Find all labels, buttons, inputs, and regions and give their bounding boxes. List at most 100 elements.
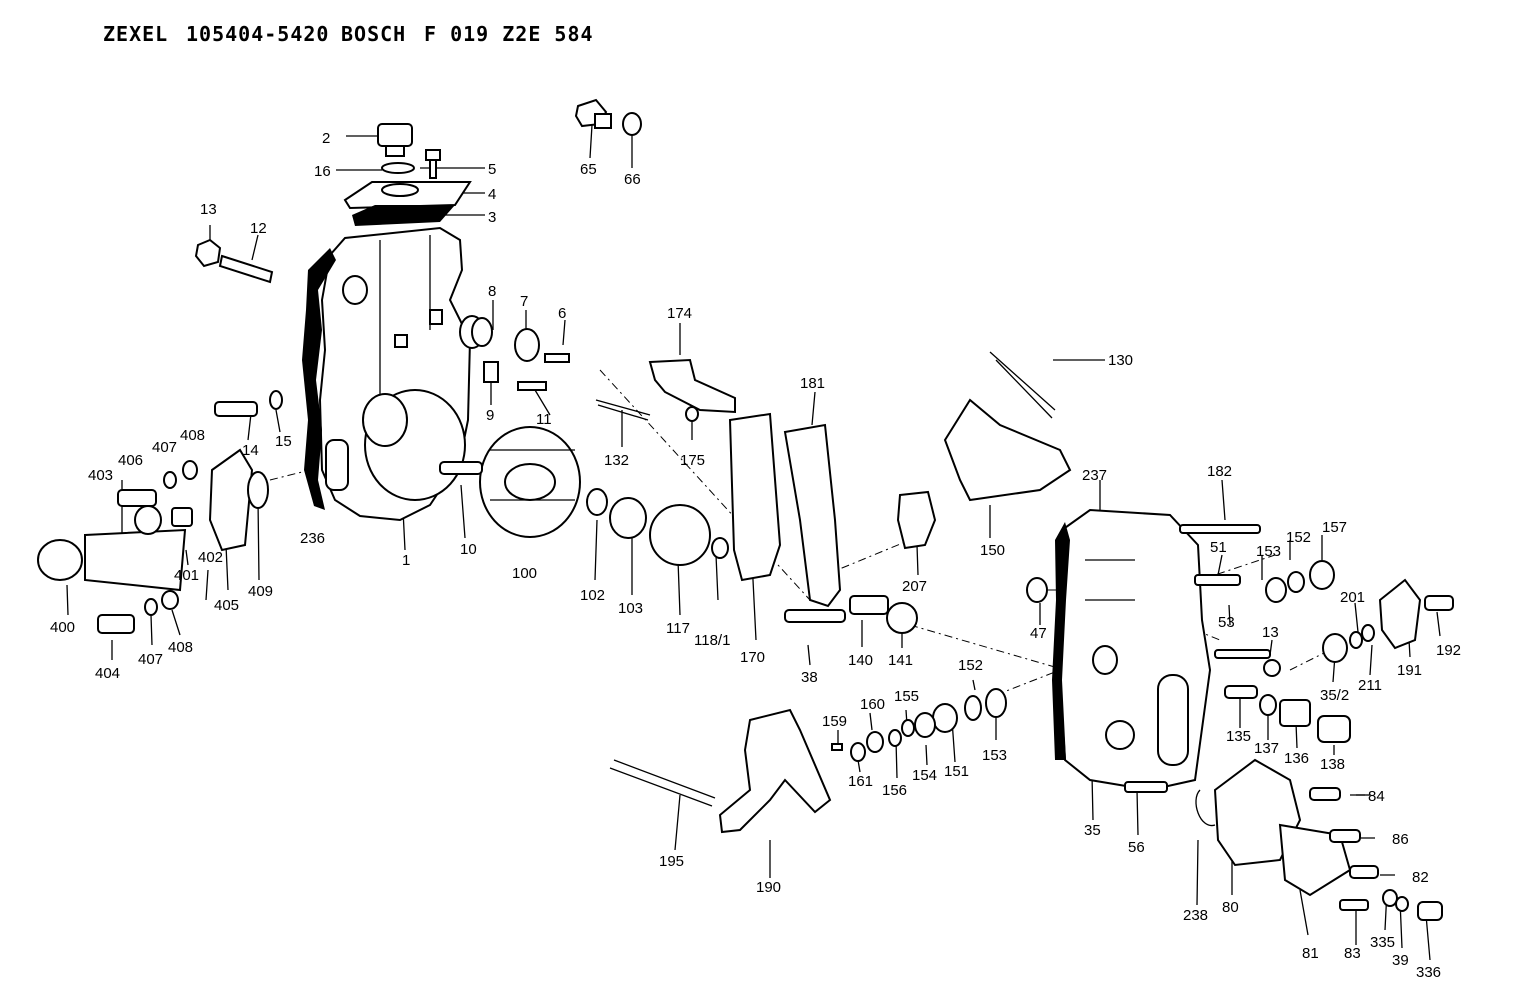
bushing-151 [932, 703, 958, 733]
label-117: 117 [666, 620, 690, 637]
bosch-part-number: F 019 Z2E 584 [424, 22, 594, 46]
o-ring-238 [1195, 789, 1216, 826]
nut-13b [1263, 659, 1281, 677]
plug-35-2 [1322, 633, 1348, 663]
bolt-12 [218, 254, 274, 284]
bolt-82 [1349, 865, 1379, 879]
label-38: 38 [801, 669, 818, 686]
bolt-14 [214, 401, 258, 417]
label-84: 84 [1368, 788, 1385, 805]
label-102: 102 [580, 587, 605, 604]
label-403: 403 [88, 467, 113, 484]
label-152: 152 [1286, 529, 1311, 546]
sleeve-103 [609, 497, 647, 539]
label-80: 80 [1222, 899, 1239, 916]
label-9: 9 [486, 407, 494, 424]
label-152-bottom: 152 [958, 657, 983, 674]
washer-407 [163, 471, 177, 489]
label-405: 405 [214, 597, 239, 614]
label-155: 155 [894, 688, 919, 705]
flange-405 [208, 448, 254, 552]
gasket-237 [1052, 522, 1070, 760]
screw-51 [1194, 574, 1241, 586]
label-181: 181 [800, 375, 825, 392]
label-130: 130 [1108, 352, 1133, 369]
label-335: 335 [1370, 934, 1395, 951]
screw-56 [1124, 781, 1168, 793]
label-10: 10 [460, 541, 477, 558]
label-47: 47 [1030, 625, 1047, 642]
bushing-154 [914, 712, 936, 738]
label-2: 2 [322, 130, 330, 147]
label-159: 159 [822, 713, 847, 730]
label-195: 195 [659, 853, 684, 870]
leader-lines [66, 124, 1441, 961]
lever-191 [1378, 578, 1422, 650]
label-3: 3 [488, 209, 496, 226]
label-1: 1 [402, 552, 410, 569]
label-207: 207 [902, 578, 927, 595]
label-151: 151 [944, 763, 969, 780]
label-407-top: 407 [152, 439, 177, 456]
screw-140 [849, 595, 889, 615]
bracket-207 [896, 490, 937, 550]
spring-132 [595, 399, 651, 421]
plate-403 [84, 528, 187, 592]
label-4: 4 [488, 186, 496, 203]
spring-136 [1279, 699, 1311, 727]
washer-407b [144, 598, 158, 616]
label-7: 7 [520, 293, 528, 310]
label-153: 153 [1256, 543, 1281, 560]
cover-plate-hole [381, 183, 419, 197]
o-ring-409 [247, 471, 269, 509]
label-192: 192 [1436, 642, 1461, 659]
cap-8 [459, 315, 493, 349]
plug-screw-2 [377, 123, 413, 157]
cap-157 [1309, 560, 1335, 590]
ring-152b [964, 695, 982, 721]
washer-156 [888, 729, 902, 747]
label-237: 237 [1082, 467, 1107, 484]
label-408-top: 408 [180, 427, 205, 444]
washer-137 [1259, 694, 1277, 716]
label-39: 39 [1392, 952, 1409, 969]
screw-6 [544, 353, 570, 363]
label-406: 406 [118, 452, 143, 469]
screw-11 [517, 381, 547, 391]
label-35: 35 [1084, 822, 1101, 839]
pin-159 [831, 743, 843, 751]
spring-195 [609, 759, 716, 807]
part-labels: 2 16 5 4 3 65 66 13 12 8 7 6 9 11 174 17… [50, 130, 1461, 981]
o-ring-152 [1287, 571, 1305, 593]
clip-9 [483, 361, 499, 383]
bushing-117 [649, 504, 711, 566]
brand-bosch: BOSCH [341, 22, 407, 46]
bolt-192 [1424, 595, 1454, 611]
label-409: 409 [248, 583, 273, 600]
bolt-182 [1179, 524, 1261, 534]
label-56: 56 [1128, 839, 1145, 856]
label-156: 156 [882, 782, 907, 799]
label-160: 160 [860, 696, 885, 713]
governor-cover-35 [1058, 508, 1212, 792]
screw-10 [439, 461, 483, 475]
label-16: 16 [314, 163, 331, 180]
label-86: 86 [1392, 831, 1409, 848]
label-11: 11 [536, 411, 552, 428]
bolt-86 [1329, 829, 1361, 843]
nut-13 [194, 238, 222, 268]
label-6: 6 [558, 305, 566, 322]
plug-400 [37, 539, 83, 581]
label-154: 154 [912, 767, 937, 784]
label-174: 174 [667, 305, 692, 322]
washer-211 [1349, 631, 1363, 649]
label-400: 400 [50, 619, 75, 636]
label-132: 132 [604, 452, 629, 469]
label-157: 157 [1322, 519, 1347, 536]
label-118-1: 118/1 [694, 632, 730, 649]
gasket-3 [352, 205, 455, 226]
screw-83 [1339, 899, 1369, 911]
screw-135 [1224, 685, 1258, 699]
lever-181 [783, 423, 842, 608]
label-13-right: 13 [1262, 624, 1279, 641]
